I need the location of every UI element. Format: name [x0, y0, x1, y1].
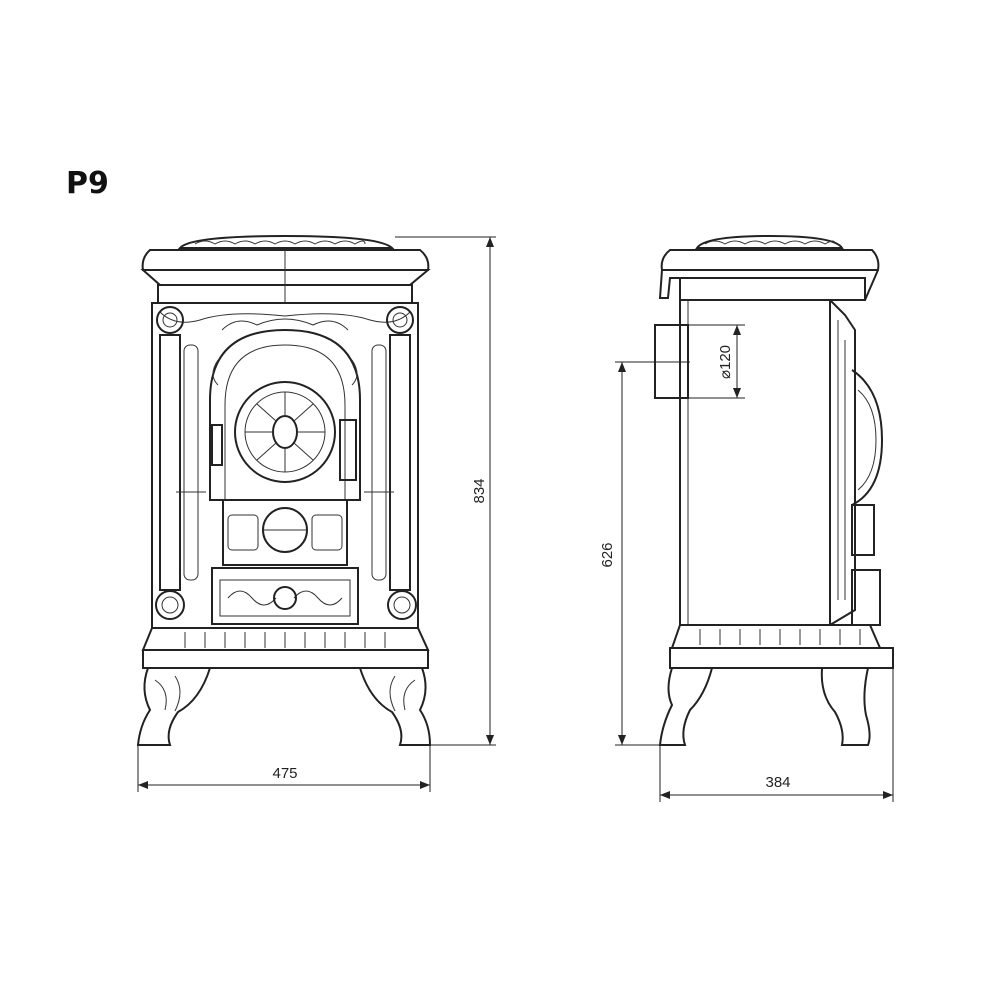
- depth-label: 384: [765, 774, 790, 791]
- side-body: [679, 299, 831, 626]
- height-dimension: 834: [395, 236, 496, 746]
- side-door-profile: [851, 369, 884, 506]
- door-handle: [339, 419, 357, 481]
- stove-front-view: [136, 234, 432, 746]
- flue-height-label: 626: [599, 542, 616, 567]
- side-base: [669, 647, 894, 669]
- side-rear-leg: [820, 667, 871, 746]
- top-ornament: [177, 234, 395, 249]
- flue-diameter-dimension: ⌀120: [688, 324, 745, 399]
- door-rosette: [234, 381, 336, 483]
- flue-height-dimension: 626: [599, 361, 690, 746]
- stove-side-view: [654, 234, 894, 746]
- side-top-ornament: [695, 234, 844, 249]
- depth-dimension: 384: [659, 668, 894, 802]
- side-front-leg: [658, 667, 714, 746]
- ash-drawer: [211, 567, 359, 625]
- width-label: 475: [272, 765, 297, 782]
- right-leg: [358, 667, 432, 746]
- left-leg: [136, 667, 212, 746]
- width-dimension: 475: [137, 745, 431, 792]
- stove-base: [142, 649, 429, 669]
- flue-diameter-label: ⌀120: [717, 345, 734, 379]
- model-title: P9: [66, 166, 109, 201]
- fire-door: [209, 328, 361, 501]
- height-label: 834: [471, 478, 488, 503]
